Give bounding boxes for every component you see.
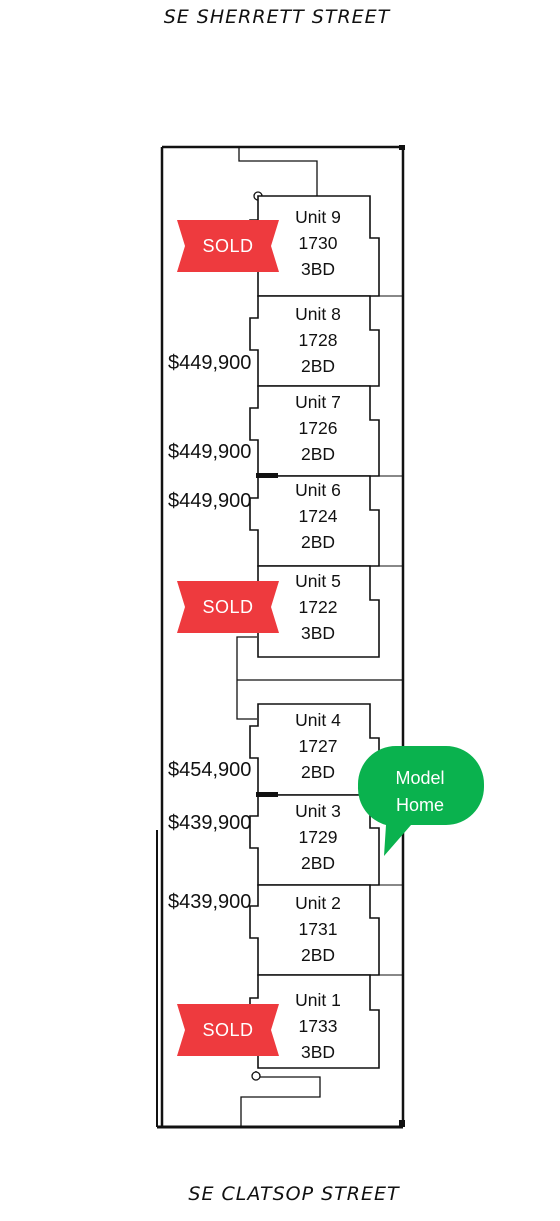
model-home-bubble: Model Home	[356, 745, 486, 860]
unit-5-label: Unit 5 1722 3BD	[268, 568, 368, 646]
unit-6-name: Unit 6	[295, 480, 341, 500]
unit-2-address: 1731	[298, 919, 338, 939]
model-home-line1: Model	[395, 768, 445, 788]
unit-4-address: 1727	[298, 736, 338, 756]
unit-1-outline	[249, 974, 380, 1069]
unit-2-name: Unit 2	[295, 893, 341, 913]
unit-4-price: $454,900	[168, 759, 252, 781]
unit-9-name: Unit 9	[295, 207, 341, 227]
unit-5-beds: 3BD	[300, 623, 336, 643]
unit-5-address: 1722	[298, 597, 338, 617]
unit-5-sold-banner: SOLD	[177, 581, 279, 633]
unit-1-label: Unit 1 1733 3BD	[268, 987, 368, 1065]
street-label-bottom: SE CLATSOP STREET	[188, 1183, 400, 1205]
unit-8-label: Unit 8 1728 2BD	[268, 301, 368, 379]
unit-9-beds: 3BD	[300, 259, 336, 279]
model-home-line2: Home	[395, 795, 444, 815]
unit-3-name: Unit 3	[295, 801, 341, 821]
unit-4-label: Unit 4 1727 2BD	[268, 707, 368, 785]
unit-5-sold-text: SOLD	[202, 597, 254, 617]
courtyard-path	[236, 636, 403, 720]
unit-8-address: 1728	[298, 330, 338, 350]
unit-7-price: $449,900	[168, 441, 252, 463]
unit-3-address: 1729	[298, 827, 338, 847]
sold-ribbon-icon	[177, 1004, 279, 1056]
unit-7-beds: 2BD	[300, 444, 336, 464]
model-home-text: Model Home	[356, 765, 484, 819]
unit-2-price: $439,900	[168, 891, 252, 913]
unit-6-beds: 2BD	[300, 532, 336, 552]
sold-ribbon-icon	[177, 581, 279, 633]
unit-9-address: 1730	[298, 233, 338, 253]
unit-8-beds: 2BD	[300, 356, 336, 376]
unit-2-label: Unit 2 1731 2BD	[268, 890, 368, 968]
unit-6-address: 1724	[298, 506, 338, 526]
service-lines	[370, 295, 403, 976]
speech-bubble-icon	[357, 746, 484, 856]
unit-1-sold-banner: SOLD	[177, 1004, 279, 1056]
unit-8-name: Unit 8	[295, 304, 341, 324]
unit-6-label: Unit 6 1724 2BD	[268, 477, 368, 555]
unit-4-beds: 2BD	[300, 762, 336, 782]
unit-3-price: $439,900	[168, 812, 252, 834]
unit-1-beds: 3BD	[300, 1042, 336, 1062]
unit-1-address: 1733	[298, 1016, 338, 1036]
unit-2-beds: 2BD	[300, 945, 336, 965]
unit-7-address: 1726	[298, 418, 338, 438]
unit-3-label: Unit 3 1729 2BD	[268, 798, 368, 876]
unit-3-beds: 2BD	[300, 853, 336, 873]
unit-8-price: $449,900	[168, 352, 252, 374]
street-label-top: SE SHERRETT STREET	[163, 6, 391, 28]
sold-ribbon-icon	[177, 220, 279, 272]
unit-6-price: $449,900	[168, 490, 252, 512]
unit-9-sold-banner: SOLD	[177, 220, 279, 272]
unit-9-sold-text: SOLD	[202, 236, 254, 256]
unit-4-name: Unit 4	[295, 710, 341, 730]
access-path-top	[238, 147, 318, 201]
unit-9-label: Unit 9 1730 3BD	[268, 204, 368, 282]
lot-boundary	[156, 145, 405, 1129]
unit-7-name: Unit 7	[295, 392, 341, 412]
access-path-bottom	[240, 1071, 321, 1127]
upper-building	[249, 195, 380, 658]
unit-1-sold-text: SOLD	[202, 1020, 254, 1040]
unit-7-label: Unit 7 1726 2BD	[268, 389, 368, 467]
unit-5-name: Unit 5	[295, 571, 341, 591]
party-wall-markers	[256, 473, 278, 797]
unit-1-name: Unit 1	[295, 990, 341, 1010]
